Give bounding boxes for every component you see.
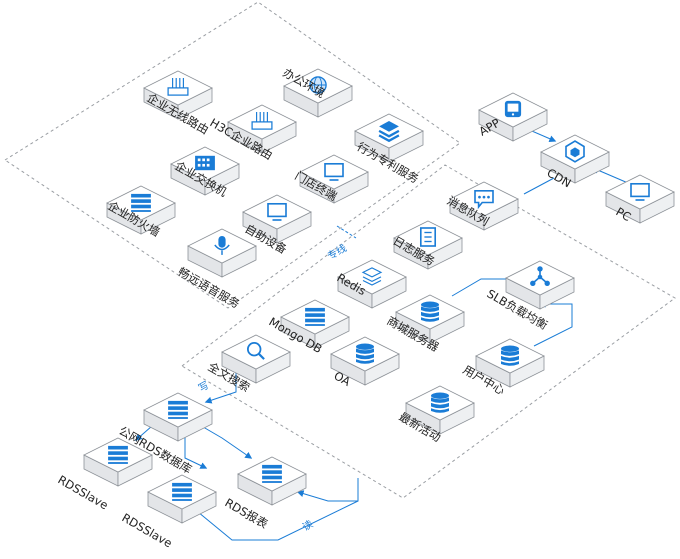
box-top-face <box>330 336 400 372</box>
nodes: 企业无线路由办公环境H3C企业路由行为专利服务企业交换机门店终端企业防火墙自助设… <box>56 65 675 550</box>
node-label: RDSSlave <box>120 510 175 550</box>
database-icon <box>356 343 374 364</box>
node-message-queue: 消息队列 <box>445 181 519 231</box>
node-wifi-router: 企业无线路由 <box>143 70 213 137</box>
node-switch: 企业交换机 <box>170 146 240 200</box>
server-rack-icon <box>172 482 192 501</box>
node-fulltext-search: 全文搜索 <box>206 334 291 395</box>
monitor-icon <box>267 202 287 221</box>
monitor-icon <box>324 162 344 181</box>
dedicated-line-label: 专线 <box>325 241 349 262</box>
node-firewall: 企业防火墙 <box>106 185 176 240</box>
edge-cdn-zone <box>523 177 555 195</box>
node-rds-slave-1: RDSSlave <box>56 437 153 512</box>
box-top-face <box>395 294 465 330</box>
desktop-icon <box>630 182 650 201</box>
firewall-icon <box>131 193 151 212</box>
node-mall-server: 商城服务器 <box>385 294 465 355</box>
node-store-terminal: 门店终端 <box>293 154 369 204</box>
wifi-router-icon <box>167 77 189 96</box>
connectors <box>134 124 629 541</box>
edge-public-rds-slave1 <box>134 425 153 441</box>
node-office-env: 办公环境 <box>281 65 353 118</box>
node-h3c-router: H3C企业路由 <box>208 104 297 163</box>
node-voice-service: 畅远语音服务 <box>176 228 257 311</box>
search-icon <box>246 341 265 360</box>
node-pc: PC <box>605 174 675 224</box>
router-icon <box>251 111 273 130</box>
node-cdn: CDN <box>540 134 610 190</box>
box-top-face <box>475 338 545 374</box>
server-rack-icon <box>262 464 282 483</box>
node-log-service: 日志服务 <box>391 220 463 270</box>
edge-search-public-rds <box>204 368 237 404</box>
redis-icon <box>361 267 383 286</box>
document-icon <box>419 227 437 247</box>
edge-read-report <box>296 478 359 502</box>
edge-mall-slb <box>451 275 518 297</box>
node-slb: SLB负载均衡 <box>485 260 575 333</box>
edge-read-loop <box>197 500 359 541</box>
box-top-face <box>405 385 475 421</box>
cdn-icon <box>565 140 585 163</box>
server-rack-icon <box>305 307 325 326</box>
edge-public-rds-report <box>197 423 253 459</box>
server-rack-icon <box>108 445 128 464</box>
read-label: 读 <box>300 517 315 533</box>
database-icon <box>421 301 439 322</box>
cloud-service-zone <box>181 164 676 499</box>
edge-zone-dedicated <box>336 225 357 239</box>
edge-user-slb <box>533 300 573 347</box>
node-oa: OA <box>330 336 400 389</box>
network-icon <box>530 266 550 286</box>
box-top-face <box>83 437 153 473</box>
server-rack-icon <box>168 400 188 419</box>
box-top-face <box>143 392 213 428</box>
write-label: 写 <box>197 379 212 394</box>
zones <box>4 1 676 499</box>
globe-icon <box>309 76 327 94</box>
box-top-face <box>147 474 217 510</box>
database-icon <box>431 392 449 413</box>
chat-icon <box>474 189 494 210</box>
node-app: APP <box>477 92 548 142</box>
node-redis: Redis <box>335 259 407 309</box>
node-label: PC <box>614 204 634 224</box>
switch-icon <box>195 155 215 171</box>
database-icon <box>501 345 519 366</box>
node-self-service: 自助设备 <box>242 194 312 257</box>
node-rds-slave-2: RDSSlave <box>120 474 217 550</box>
mobile-icon <box>504 100 522 118</box>
box-top-face <box>106 185 176 221</box>
node-latest-activity: 最新活动 <box>397 385 475 445</box>
box-top-face <box>237 456 307 492</box>
microphone-icon <box>214 236 230 255</box>
node-user-center: 用户中心 <box>461 338 545 398</box>
box-top-face <box>280 299 350 335</box>
edge-public-rds-slave2 <box>184 436 208 469</box>
office-network-zone <box>4 1 461 309</box>
node-rds-report: RDS报表 <box>223 456 307 531</box>
